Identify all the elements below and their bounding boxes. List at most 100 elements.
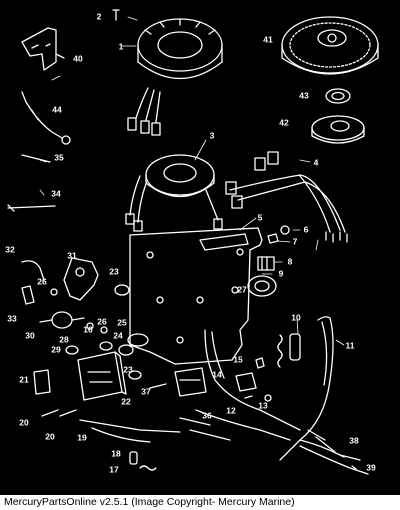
screw-part	[112, 9, 120, 21]
callout-1: 1	[118, 41, 124, 52]
callout-26b: 26	[97, 316, 107, 327]
washer-part	[280, 225, 290, 235]
mounting-plate-part	[129, 227, 263, 365]
callout-9: 9	[278, 268, 284, 279]
bushing-inner	[118, 344, 134, 356]
callout-6: 6	[303, 224, 309, 235]
callout-40: 40	[73, 53, 83, 64]
regulator-part	[174, 367, 207, 397]
callout-31: 31	[67, 250, 77, 261]
wire-bundle	[195, 329, 301, 441]
bracket-leader	[55, 53, 65, 59]
callout-28: 28	[59, 334, 69, 345]
callout-22: 22	[121, 396, 131, 407]
callout-30: 30	[25, 330, 35, 341]
wire-leads	[179, 417, 231, 441]
coil-part	[39, 311, 85, 329]
callout-24: 24	[113, 330, 123, 341]
wiring-harness-part	[225, 151, 348, 243]
callout-19: 19	[77, 432, 87, 443]
callout-34: 34	[51, 188, 61, 199]
bracket-part	[21, 27, 57, 71]
fuse-holder-part	[289, 333, 301, 361]
callout-35: 35	[54, 152, 64, 163]
callout-3: 3	[209, 130, 215, 141]
stator-part	[127, 18, 223, 136]
clip-15	[255, 357, 265, 369]
main-harness-part	[279, 316, 334, 461]
callout-7: 7	[292, 236, 298, 247]
trigger-coil-part	[125, 154, 223, 232]
bearing-part	[325, 88, 351, 104]
cable-tie-part	[7, 204, 56, 212]
grommet-left	[99, 341, 113, 351]
flywheel-part	[281, 16, 379, 75]
rectifier-part	[247, 275, 277, 297]
callout-20a: 20	[19, 417, 29, 428]
callout-15: 15	[233, 354, 243, 365]
callout-38: 38	[349, 435, 359, 446]
callout-17: 17	[109, 464, 119, 475]
ground-strap-part	[21, 91, 63, 139]
copyright-footer: MercuryPartsOnline v2.5.1 (Image Copyrig…	[0, 495, 400, 510]
terminal-part	[129, 451, 138, 465]
switch-box-part	[77, 351, 127, 401]
callout-41: 41	[263, 34, 273, 45]
clamp-part	[267, 233, 279, 244]
callout-18: 18	[111, 448, 121, 459]
callout-36: 36	[202, 410, 212, 421]
callout-11: 11	[345, 340, 355, 351]
flywheel-hub-part	[311, 115, 365, 144]
connector-part	[257, 256, 275, 271]
callout-33: 33	[7, 313, 17, 324]
grommet-part	[114, 284, 130, 296]
callout-21: 21	[19, 374, 29, 385]
callout-26a: 26	[37, 276, 47, 287]
clip-part	[21, 154, 51, 163]
callout-23b: 23	[123, 364, 133, 375]
screw-37	[149, 383, 167, 389]
callout-23a: 23	[109, 266, 119, 277]
plate-part	[33, 369, 51, 395]
nut-13	[264, 394, 272, 402]
bracket-hole	[75, 267, 85, 277]
callout-4: 4	[313, 157, 319, 168]
bolt-12	[244, 395, 253, 399]
callout-10: 10	[291, 312, 301, 323]
screws-part	[41, 409, 77, 417]
callout-20b: 20	[45, 431, 55, 442]
block-part	[235, 372, 257, 392]
grommet-lower	[128, 370, 142, 380]
callout-27: 27	[237, 284, 247, 295]
callout-37: 37	[141, 386, 151, 397]
callout-25: 25	[117, 317, 127, 328]
bushing-part	[127, 333, 149, 347]
exploded-parts-diagram: 1 2 3 4 5 6 7 8 9 10 11 12 13 14 15 16 1…	[5, 9, 379, 475]
spring-part	[277, 334, 283, 368]
washer-left	[86, 322, 94, 330]
callout-43: 43	[299, 90, 309, 101]
callout-42: 42	[279, 117, 289, 128]
cap-part	[139, 465, 157, 471]
grommet-small	[65, 345, 79, 355]
callout-13: 13	[258, 400, 268, 411]
callout-5: 5	[257, 212, 263, 223]
lead-terminals	[307, 429, 357, 470]
callout-44: 44	[52, 104, 62, 115]
ground-lead-part	[79, 419, 181, 443]
boot-part	[21, 285, 35, 305]
callout-16: 16	[83, 324, 93, 335]
nut-part	[50, 288, 58, 296]
strap-eyelet	[61, 135, 71, 145]
spark-lead-part	[21, 260, 45, 281]
callout-8: 8	[287, 256, 293, 267]
leader-lines	[31, 16, 345, 346]
screw-left	[100, 326, 108, 334]
callout-32: 32	[5, 244, 15, 255]
callout-14: 14	[212, 369, 222, 380]
callout-29: 29	[51, 344, 61, 355]
bracket-assembly	[63, 257, 99, 301]
callout-12: 12	[226, 405, 236, 416]
callout-2: 2	[96, 11, 102, 22]
callout-39: 39	[366, 462, 376, 473]
